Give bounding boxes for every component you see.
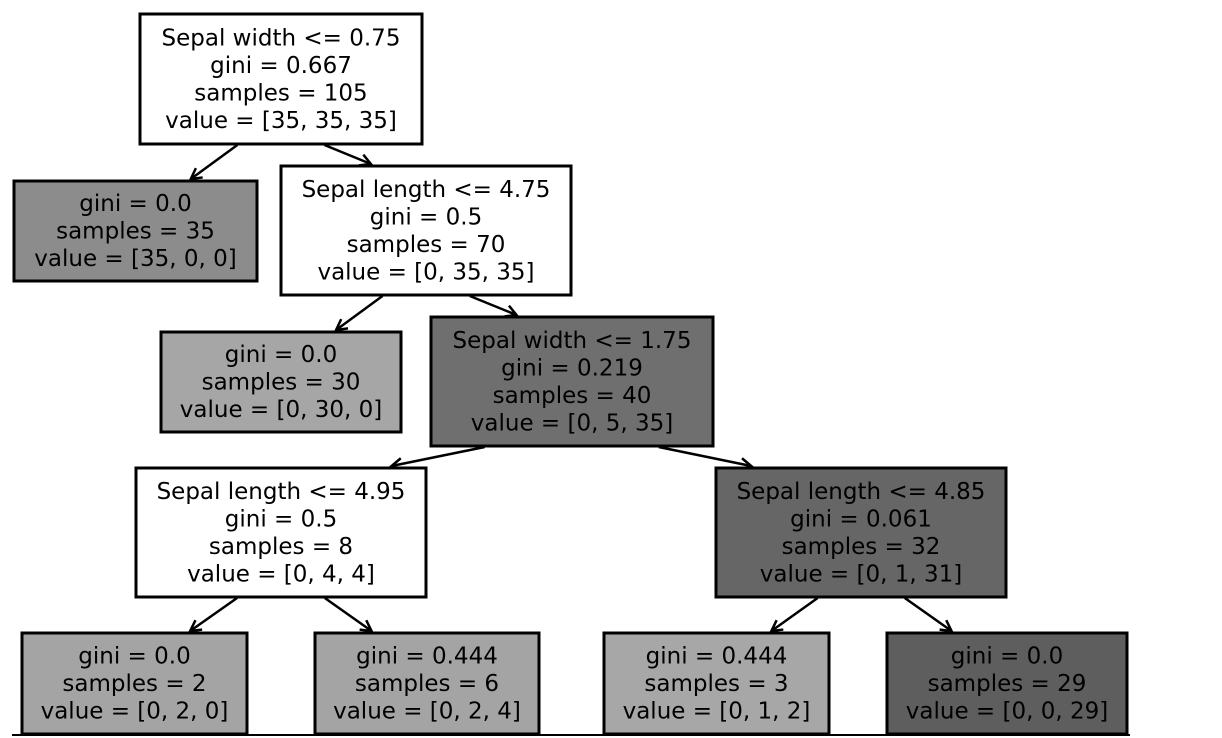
node-box <box>20 631 249 736</box>
node-text-line: Sepal length <= 4.85 <box>737 479 986 505</box>
node-text-line: value = [0, 2, 4] <box>333 699 521 725</box>
node-text-line: samples = 35 <box>56 219 215 245</box>
node-text-line: gini = 0.0 <box>951 644 1063 670</box>
node-text-line: Sepal length <= 4.95 <box>157 479 406 505</box>
node-box <box>12 179 259 283</box>
node-text-line: value = [0, 1, 2] <box>623 699 811 725</box>
node-text-line: gini = 0.5 <box>225 506 337 532</box>
node-text-line: samples = 8 <box>209 534 353 560</box>
node-text-line: samples = 6 <box>355 671 499 697</box>
node-text-line: gini = 0.0 <box>225 342 337 368</box>
node-text-line: samples = 70 <box>347 232 506 258</box>
node-text-line: gini = 0.444 <box>356 644 498 670</box>
node-text-line: samples = 105 <box>194 80 367 106</box>
node-text-line: gini = 0.5 <box>370 204 482 230</box>
edge-n4-n6 <box>658 445 752 468</box>
arrow-head-n2-n3 <box>333 318 349 332</box>
node-text-line: samples = 2 <box>62 671 206 697</box>
node-box <box>313 631 541 736</box>
bottom-border-line <box>12 734 1130 736</box>
edge-n2-n4 <box>469 294 517 317</box>
node-text-line: value = [0, 1, 31] <box>760 561 962 587</box>
node-box <box>885 631 1129 736</box>
edge-n6-n10 <box>904 596 953 633</box>
node-text-line: samples = 29 <box>928 671 1087 697</box>
arrow-head-n0-n1 <box>188 167 203 181</box>
edge-n6-n9 <box>770 596 819 633</box>
node-text-line: value = [0, 30, 0] <box>180 397 382 423</box>
node-box <box>159 330 403 434</box>
node-box <box>602 631 831 736</box>
node-text-line: gini = 0.0 <box>79 191 191 217</box>
edge-n0-n2 <box>324 143 372 166</box>
edge-n4-n5 <box>391 445 485 468</box>
node-text-line: samples = 32 <box>782 534 941 560</box>
node-text-line: value = [35, 0, 0] <box>34 246 236 272</box>
node-text-line: Sepal length <= 4.75 <box>302 177 551 203</box>
node-text-line: value = [0, 4, 4] <box>187 561 375 587</box>
arrow-head-n5-n7 <box>188 619 203 633</box>
node-text-line: samples = 30 <box>202 370 361 396</box>
node-box <box>138 12 424 146</box>
arrow-head-n6-n9 <box>769 619 784 633</box>
node-box <box>714 466 1008 599</box>
node-text-line: samples = 3 <box>644 671 788 697</box>
node-text-line: value = [0, 2, 0] <box>41 699 229 725</box>
node-text-line: value = [35, 35, 35] <box>165 108 397 134</box>
node-box <box>279 164 573 297</box>
node-text-line: value = [0, 5, 35] <box>471 410 673 436</box>
node-box <box>429 315 715 448</box>
node-text-line: gini = 0.444 <box>646 644 788 670</box>
edge-n5-n8 <box>324 596 373 633</box>
node-text-line: gini = 0.219 <box>501 355 643 381</box>
edge-n5-n7 <box>189 596 238 633</box>
node-box <box>134 466 428 599</box>
node-text-line: Sepal width <= 0.75 <box>162 25 401 51</box>
node-text-line: gini = 0.0 <box>78 644 190 670</box>
arrow-head-n6-n10 <box>939 619 954 633</box>
node-text-line: gini = 0.667 <box>210 53 352 79</box>
edge-n2-n3 <box>335 294 384 332</box>
node-text-line: gini = 0.061 <box>790 506 932 532</box>
node-text-line: samples = 40 <box>493 383 652 409</box>
arrow-head-n5-n8 <box>359 619 374 633</box>
node-text-line: value = [0, 0, 29] <box>906 699 1108 725</box>
node-text-line: Sepal width <= 1.75 <box>453 328 692 354</box>
edge-n0-n1 <box>190 143 239 181</box>
node-text-line: value = [0, 35, 35] <box>317 259 534 285</box>
